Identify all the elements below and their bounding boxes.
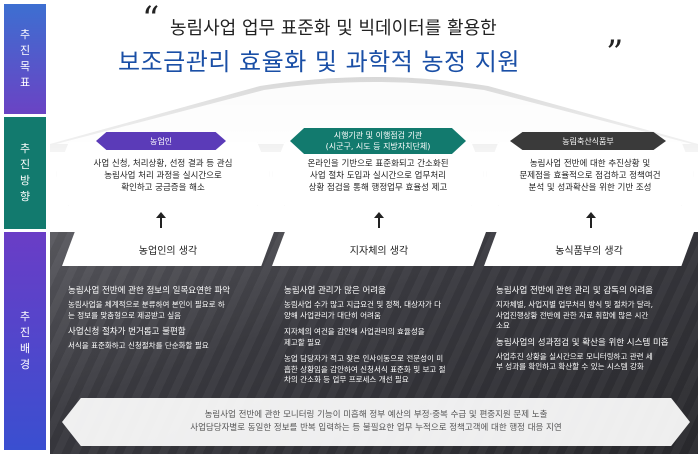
- sidebar-char: 표: [19, 76, 31, 89]
- background-item-text: 지자체별, 사업지별 업무처리 방식 및 절차가 달라,: [496, 300, 654, 309]
- sidebar-char: 목: [19, 60, 31, 73]
- sidebar-char: 경: [19, 358, 31, 371]
- background-item-text: 부 성과를 확인하고 확산할 수 있는 시스템 강화: [496, 362, 644, 371]
- background-item-text: 소요: [496, 321, 510, 330]
- background-item-heading: 농림사업 관리가 많은 어려움: [284, 286, 386, 296]
- background-item-text: 사업진행상황 전반에 관한 자료 취합에 많은 시간: [496, 310, 649, 320]
- direction-text-line: 농림사업 전반에 대한 추진상황 및: [529, 159, 651, 169]
- up-arrow-icon: [156, 212, 166, 228]
- tag-label: 농림축산식품부: [562, 136, 614, 146]
- sidebar-char: 추: [19, 28, 31, 41]
- background-item-text: 농업 담당자가 적고 잦은 인사이동으로 전문성이 미: [284, 354, 444, 363]
- sidebar-char: 방: [19, 174, 31, 187]
- direction-text-line: 분석 및 성과확산을 위한 기반 조성: [528, 183, 652, 193]
- background-item-text: 제고할 필요: [284, 337, 321, 347]
- background-item-text: 양해 사업관리가 대단히 어려움: [284, 310, 381, 320]
- background-item-text: 농림사업을 체계적으로 분류하여 본인이 필요로 하: [68, 300, 225, 309]
- sidebar-char: 진: [19, 158, 31, 171]
- background-item-heading: 농림사업 전반에 관한 관리 및 감독의 어려움: [496, 286, 653, 296]
- tag-label: 농업인: [149, 136, 173, 146]
- sidebar-char: 추: [19, 310, 31, 323]
- background-item-heading: 농림사업의 성과점검 및 확산을 위한 시스템 미흡: [496, 337, 669, 348]
- background-item-text: 차의 간소화 등 업무 프로세스 개선 필요: [284, 375, 409, 384]
- direction-text-line: 사업 절차 도입과 실시간으로 업무처리: [310, 171, 446, 181]
- tag-label: (시군구, 시도 등 지방자치단체): [325, 142, 431, 151]
- background-item-text: 사업추진 상황을 실시간으로 모니터링하고 관련 세: [496, 351, 653, 361]
- title-line-2: 보조금관리 효율화 및 과학적 농정 지원: [118, 48, 520, 76]
- direction-text-line: 상황 점검을 통해 행정업무 효율성 제고: [308, 183, 448, 193]
- direction-text-line: 농림사업 처리 과정을 실시간으로: [104, 171, 222, 181]
- tag-local-gov: 시행기관 및 이행점검 기관 (시군구, 시도 등 지방자치단체): [290, 128, 466, 154]
- up-arrow-icon: [374, 212, 384, 228]
- sidebar-char: 향: [19, 190, 31, 203]
- background-item-heading: 사업신청 절차가 번거롭고 불편함: [68, 327, 186, 337]
- direction-text-line: 확인하고 궁금증을 해소: [121, 183, 205, 193]
- bottom-line-1: 농림사업 전반에 관한 모니터링 기능이 미흡해 정부 예산의 부정·중복 수급…: [204, 410, 548, 420]
- background-item-text: 지자체의 여건을 감안해 사업관리의 효율성을: [284, 327, 425, 336]
- background-item-text: 는 정보를 맞춤형으로 제공받고 싶음: [68, 310, 182, 320]
- direction-text-line: 사업 신청, 처리상황, 선정 결과 등 관심: [93, 159, 233, 169]
- up-arrow-icon: [586, 212, 596, 228]
- background-item-text: 흡한 상황임을 감안하여 신청서식 표준화 및 보고 절: [284, 364, 446, 374]
- tag-label: 시행기관 및 이행점검 기관: [333, 131, 423, 140]
- sidebar-char: 배: [19, 342, 31, 355]
- background-item-text: 서식을 표준화하고 신청절차를 단순화할 필요: [68, 341, 209, 350]
- title-line-1: 농림사업 업무 표준화 및 빅데이터를 활용한: [170, 18, 497, 39]
- bottom-line-2: 사업담당자별로 동일한 정보를 반복 입력하는 등 불필요한 업무 누적으로 정…: [190, 423, 562, 433]
- background-item-text: 농림사업 수가 많고 지급요건 및 정책, 대상자가 다: [284, 300, 442, 309]
- sidebar-char: 진: [19, 326, 31, 339]
- bottom-banner: 농림사업 전반에 관한 모니터링 기능이 미흡해 정부 예산의 부정·중복 수급…: [62, 398, 690, 446]
- sidebar-char: 진: [19, 44, 31, 57]
- perspective-ministry: 농식품부의 생각: [484, 232, 694, 266]
- quote-open-icon: “: [142, 0, 160, 39]
- direction-text-line: 문제점을 효율적으로 점검하고 정책여건: [519, 171, 661, 181]
- tag-ministry: 농림축산식품부: [510, 132, 666, 150]
- header: “ 농림사업 업무 표준화 및 빅데이터를 활용한 보조금관리 효율화 및 과학…: [100, 0, 660, 80]
- sidebar-char: 추: [19, 142, 31, 155]
- background-item-heading: 농림사업 전반에 관한 정보의 일목요연한 파악: [68, 286, 231, 296]
- perspective-local-gov: 지자체의 생각: [272, 232, 486, 266]
- direction-text-line: 온라인을 기반으로 표준화되고 간소화된: [307, 159, 449, 169]
- quote-close-icon: ”: [606, 33, 624, 73]
- tag-farmer: 농업인: [96, 132, 226, 150]
- perspective-farmer: 농업인의 생각: [62, 232, 274, 266]
